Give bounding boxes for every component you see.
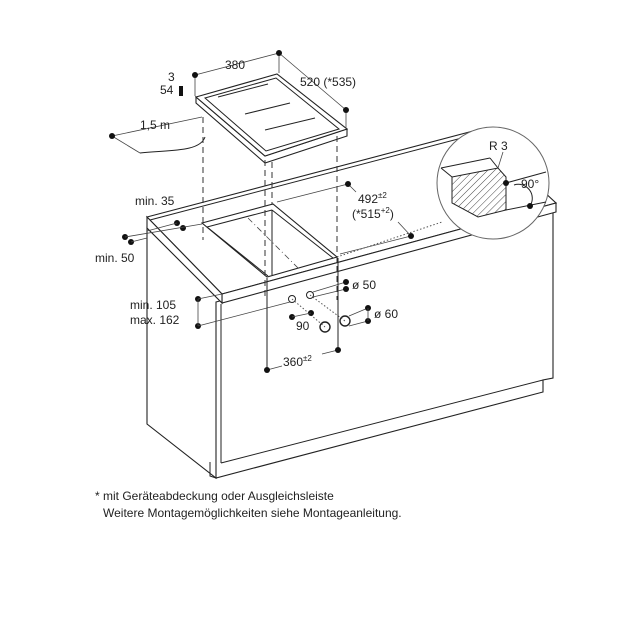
edge-angle-label: 90° <box>521 177 539 191</box>
min-back-distance-label: min. 35 <box>135 194 175 208</box>
pipe-small-diameter-label: ø 50 <box>352 278 376 292</box>
pipe-spacing-label: 90 <box>296 319 310 333</box>
hob-glass <box>194 73 349 157</box>
power-cable <box>139 136 206 154</box>
worktop-min-label: min. 105 <box>130 298 176 312</box>
edge-radius-label: R 3 <box>489 139 508 153</box>
connections: ø 50 ø 60 90 min. 105 max. 162 360±2 <box>130 258 398 373</box>
cutout-depth-label: 492±2 <box>358 191 387 206</box>
footnote-line-2: Weitere Montagemöglichkeiten siehe Monta… <box>103 506 402 520</box>
footnote-line-1: * mit Geräteabdeckung oder Ausgleichslei… <box>95 489 334 503</box>
projection-lines <box>202 117 338 300</box>
cable-length-label: 1,5 m <box>140 118 170 132</box>
pipe-small-1 <box>288 295 296 303</box>
hob-thickness-top-label: 3 <box>168 70 175 84</box>
pipe-large-1 <box>319 321 331 333</box>
cabinet <box>146 211 554 480</box>
pipe-large-diameter-label: ø 60 <box>374 307 398 321</box>
edge-detail: R 3 90° <box>436 126 550 240</box>
cutout-depth-alt-label: (*515+2) <box>352 206 394 221</box>
pipe-small-2 <box>306 291 314 299</box>
cutout-width-label: 360±2 <box>283 354 312 369</box>
hob-depth-label: 520 (*535) <box>300 75 356 89</box>
worktop-max-label: max. 162 <box>130 313 180 327</box>
hob-dimensions: 380 520 (*535) 3 54 1,5 m <box>109 50 356 154</box>
hob-width-label: 380 <box>225 58 245 72</box>
worktop-dimensions: min. 35 min. 50 492±2 (*515+2) <box>95 181 443 265</box>
pipe-large-2 <box>339 315 351 327</box>
countertop-left-edge <box>146 215 223 305</box>
hob-thickness-bottom-label: 54 <box>160 83 174 97</box>
min-front-distance-label: min. 50 <box>95 251 135 265</box>
hob-edge-profile-icon <box>179 86 183 96</box>
